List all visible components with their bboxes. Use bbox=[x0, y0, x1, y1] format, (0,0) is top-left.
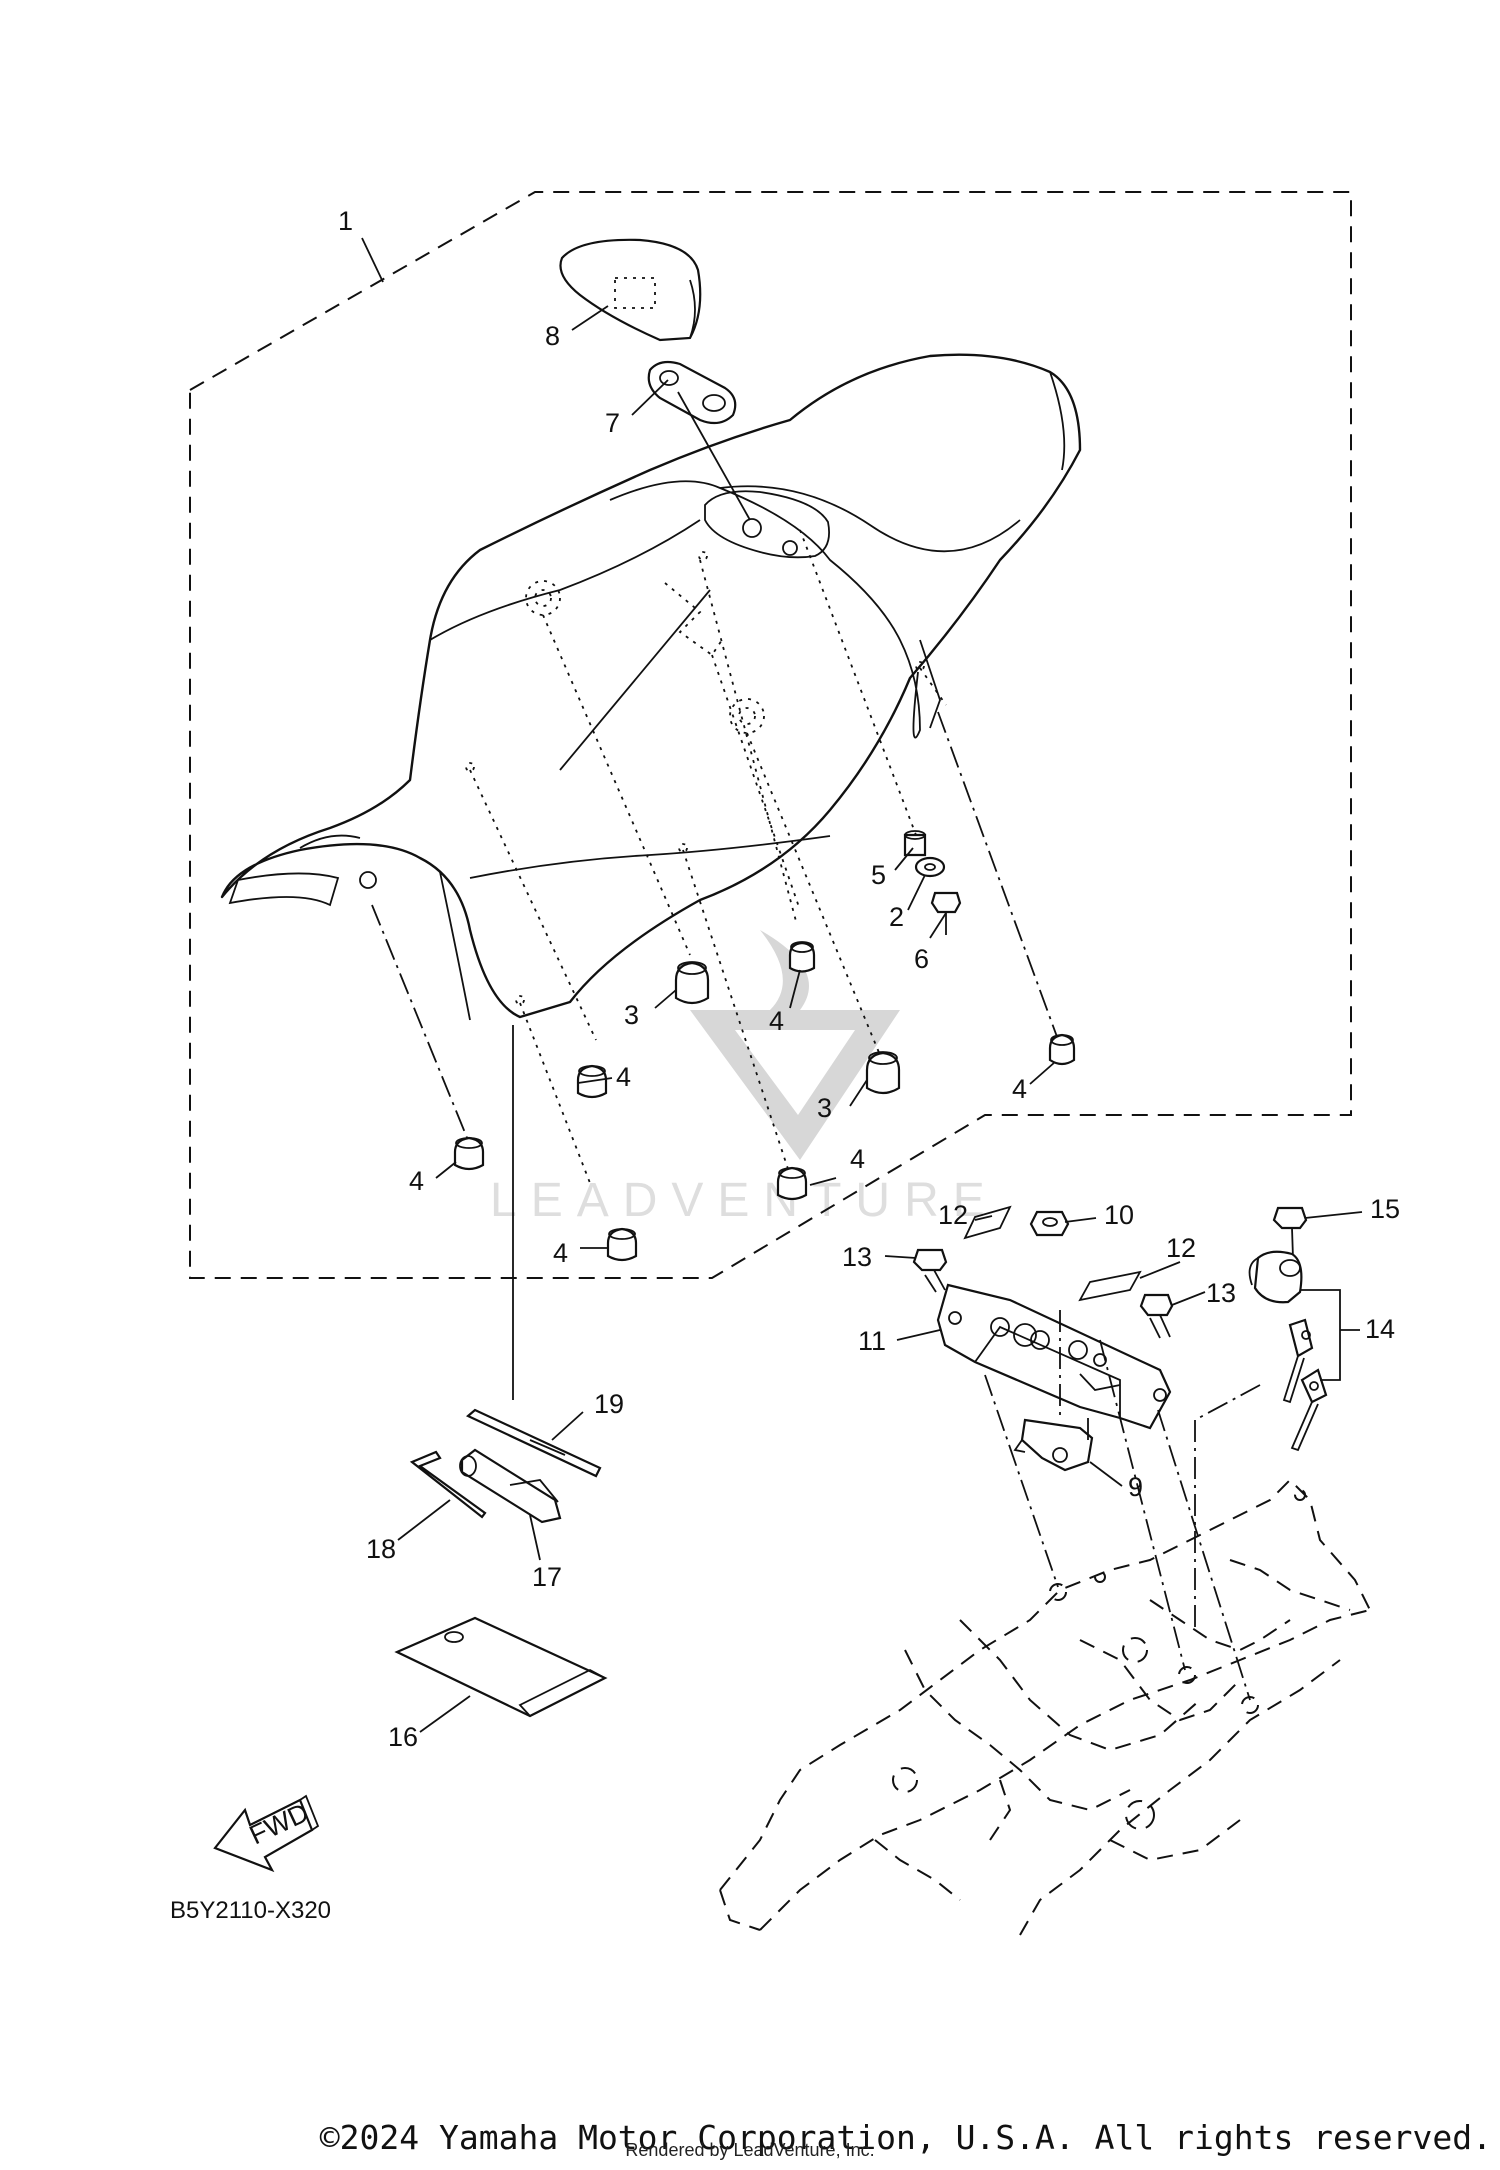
passenger-pad bbox=[559, 238, 702, 342]
leadventure-watermark: LEADVENTURE bbox=[490, 930, 999, 1227]
assembly-boundary bbox=[189, 191, 1352, 1279]
tool-bag-16 bbox=[394, 1616, 608, 1718]
callout-14: 14 bbox=[1365, 1314, 1395, 1344]
seat-lock-latch bbox=[1013, 1418, 1094, 1472]
assembly-lines bbox=[371, 529, 1061, 1400]
callout-3b: 3 bbox=[817, 1093, 832, 1123]
seat bbox=[220, 353, 1082, 1021]
callout-19: 19 bbox=[594, 1389, 624, 1419]
callout-12b: 12 bbox=[1166, 1233, 1196, 1263]
callout-3a: 3 bbox=[624, 1000, 639, 1030]
callout-7: 7 bbox=[605, 408, 620, 438]
damper-3b bbox=[865, 1051, 901, 1095]
frame-assembly-lines bbox=[984, 1310, 1261, 1701]
callout-9: 9 bbox=[1128, 1472, 1143, 1502]
callout-18: 18 bbox=[366, 1534, 396, 1564]
bolt-13b bbox=[1139, 1293, 1174, 1339]
seat-lock-bracket bbox=[936, 1283, 1172, 1430]
tool-19 bbox=[465, 1408, 602, 1478]
plate-12a bbox=[963, 1205, 1012, 1240]
callout-leaders bbox=[435, 305, 1056, 1249]
callout-2: 2 bbox=[889, 902, 904, 932]
callout-10: 10 bbox=[1104, 1200, 1134, 1230]
callout-4e: 4 bbox=[850, 1144, 865, 1174]
tool-callout-leaders bbox=[397, 1411, 584, 1733]
lock-key-set bbox=[1248, 1250, 1328, 1452]
plate-12b bbox=[1078, 1270, 1142, 1302]
callout-4f: 4 bbox=[553, 1238, 568, 1268]
rear-frame bbox=[719, 1478, 1371, 1936]
callout-8: 8 bbox=[545, 321, 560, 351]
callout-labels: 1 8 7 5 2 6 3 4 3 4 4 4 4 4 4 12 10 15 1… bbox=[338, 206, 1400, 1752]
callout-12a: 12 bbox=[938, 1200, 968, 1230]
callout-1: 1 bbox=[338, 206, 353, 236]
fwd-arrow-icon: FWD bbox=[213, 1794, 320, 1873]
callout-4a: 4 bbox=[769, 1006, 784, 1036]
callout-4b: 4 bbox=[616, 1062, 631, 1092]
bolt-15 bbox=[1272, 1206, 1308, 1259]
tool-18 bbox=[409, 1450, 487, 1519]
callout-11: 11 bbox=[858, 1326, 886, 1356]
callout-5: 5 bbox=[871, 860, 886, 890]
tool-17 bbox=[459, 1448, 562, 1524]
callout-16: 16 bbox=[388, 1722, 418, 1752]
callout-4c: 4 bbox=[1012, 1074, 1027, 1104]
callout-4d: 4 bbox=[409, 1166, 424, 1196]
pad-bracket bbox=[647, 360, 737, 425]
callout-6: 6 bbox=[914, 944, 929, 974]
callout-17: 17 bbox=[532, 1562, 562, 1592]
nut-10 bbox=[1029, 1210, 1070, 1237]
rendered-by-credit: Rendered by LeadVenture, Inc. bbox=[625, 2140, 875, 2160]
bolt-13a bbox=[912, 1248, 948, 1293]
callout-13b: 13 bbox=[1206, 1278, 1236, 1308]
watermark-text: LEADVENTURE bbox=[490, 1174, 999, 1227]
callout-13a: 13 bbox=[842, 1242, 872, 1272]
collar-washer-bolt bbox=[903, 830, 962, 935]
callout-15: 15 bbox=[1370, 1194, 1400, 1224]
diagram-code: B5Y2110-X320 bbox=[170, 1897, 332, 1924]
damper-3a bbox=[674, 961, 710, 1005]
copyright-notice: ©2024 Yamaha Motor Corporation, U.S.A. A… bbox=[319, 2118, 1492, 2157]
lock-callout-leaders bbox=[884, 1211, 1363, 1487]
damper-4-set bbox=[453, 941, 1076, 1262]
